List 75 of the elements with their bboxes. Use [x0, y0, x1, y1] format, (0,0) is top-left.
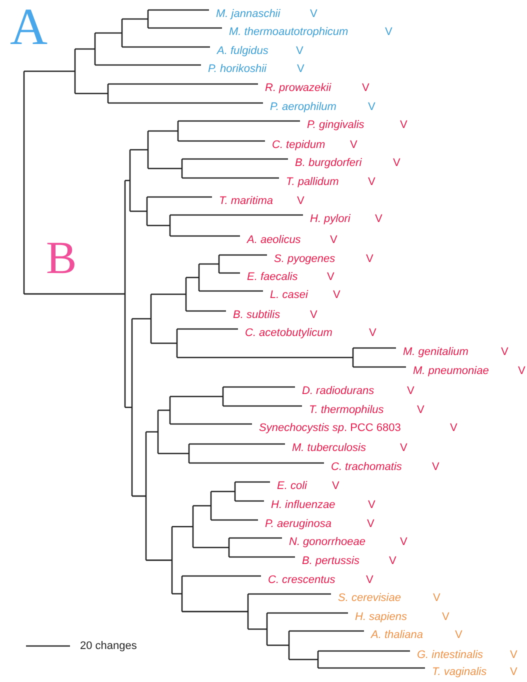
marker-letter: V — [385, 25, 392, 39]
marker-letter: V — [366, 252, 374, 266]
marker-letter: V — [450, 421, 458, 435]
marker-letter: V — [366, 573, 374, 587]
species-name: A. thaliana — [371, 628, 423, 642]
marker-letter: V — [400, 118, 408, 132]
species-name: E. faecalis — [247, 270, 298, 284]
marker-letter: V — [518, 364, 526, 378]
species-name: S. cerevisiae — [338, 591, 401, 605]
marker-letter: V — [368, 498, 376, 512]
marker-letter: V — [362, 81, 370, 95]
marker-letter: V — [389, 554, 396, 568]
species-name: M. pneumoniae — [413, 364, 489, 378]
marker-letter: V — [367, 517, 374, 531]
species-name: M. genitalium — [403, 345, 468, 359]
marker-letter: V — [327, 270, 334, 284]
marker-letter: V — [433, 591, 440, 605]
species-name: M. jannaschii — [216, 7, 280, 21]
marker-letter: V — [296, 44, 304, 58]
marker-letter: V — [297, 194, 304, 208]
marker-letter: V — [417, 403, 424, 417]
species-name: P. gingivalis — [307, 118, 364, 132]
marker-letter: V — [510, 648, 518, 662]
marker-letter: V — [510, 665, 518, 679]
species-name: P. aerophilum — [270, 100, 336, 114]
clade-letter: A — [10, 2, 48, 54]
species-name: D. radiodurans — [302, 384, 374, 398]
marker-letter: V — [393, 156, 400, 170]
species-name: C. trachomatis — [331, 460, 402, 474]
species-name: M. tuberculosis — [292, 441, 366, 455]
marker-letter: V — [407, 384, 414, 398]
species-name: P. horikoshii — [208, 62, 266, 76]
species-name: Synechocystis sp. PCC 6803 — [259, 421, 401, 435]
marker-letter: V — [375, 212, 382, 226]
species-name: H. pylori — [310, 212, 350, 226]
species-name: B. burgdorferi — [295, 156, 362, 170]
marker-letter: V — [350, 138, 358, 152]
species-name: M. thermoautotrophicum — [229, 25, 348, 39]
species-name: T. thermophilus — [309, 403, 384, 417]
species-name: R. prowazekii — [265, 81, 332, 95]
marker-letter: V — [368, 175, 376, 189]
marker-letter: V — [330, 233, 338, 247]
species-name: G. intestinalis — [417, 648, 484, 662]
species-name: N. gonorrhoeae — [289, 535, 366, 549]
species-name: H. sapiens — [355, 610, 407, 624]
species-name: T. pallidum — [286, 175, 339, 189]
marker-letter: V — [310, 308, 318, 322]
marker-letter: V — [501, 345, 508, 359]
species-name: L. casei — [270, 288, 308, 302]
species-name: B. subtilis — [233, 308, 280, 322]
marker-letter: V — [432, 460, 440, 474]
species-name: T. vaginalis — [432, 665, 487, 679]
species-name: C. crescentus — [268, 573, 336, 587]
species-name: S. pyogenes — [274, 252, 336, 266]
marker-letter: V — [369, 326, 376, 340]
marker-letter: V — [442, 610, 450, 624]
species-name: A. aeolicus — [247, 233, 301, 247]
marker-letter: V — [455, 628, 462, 642]
marker-letter: V — [400, 441, 408, 455]
species-name: C. acetobutylicum — [245, 326, 332, 340]
species-name: B. pertussis — [302, 554, 360, 568]
species-name: P. aeruginosa — [265, 517, 332, 531]
species-name: T. maritima — [219, 194, 273, 208]
marker-letter: V — [310, 7, 318, 21]
marker-letter: V — [297, 62, 304, 76]
species-name: H. influenzae — [271, 498, 336, 512]
scale-label: 20 changes — [80, 639, 137, 653]
marker-letter: V — [333, 288, 340, 302]
species-name: E. coli — [277, 479, 307, 493]
species-name: A. fulgidus — [217, 44, 268, 58]
marker-letter: V — [400, 535, 408, 549]
marker-letter: V — [368, 100, 376, 114]
marker-letter: V — [332, 479, 340, 493]
species-name: C. tepidum — [272, 138, 326, 152]
clade-letter: B — [46, 235, 77, 281]
